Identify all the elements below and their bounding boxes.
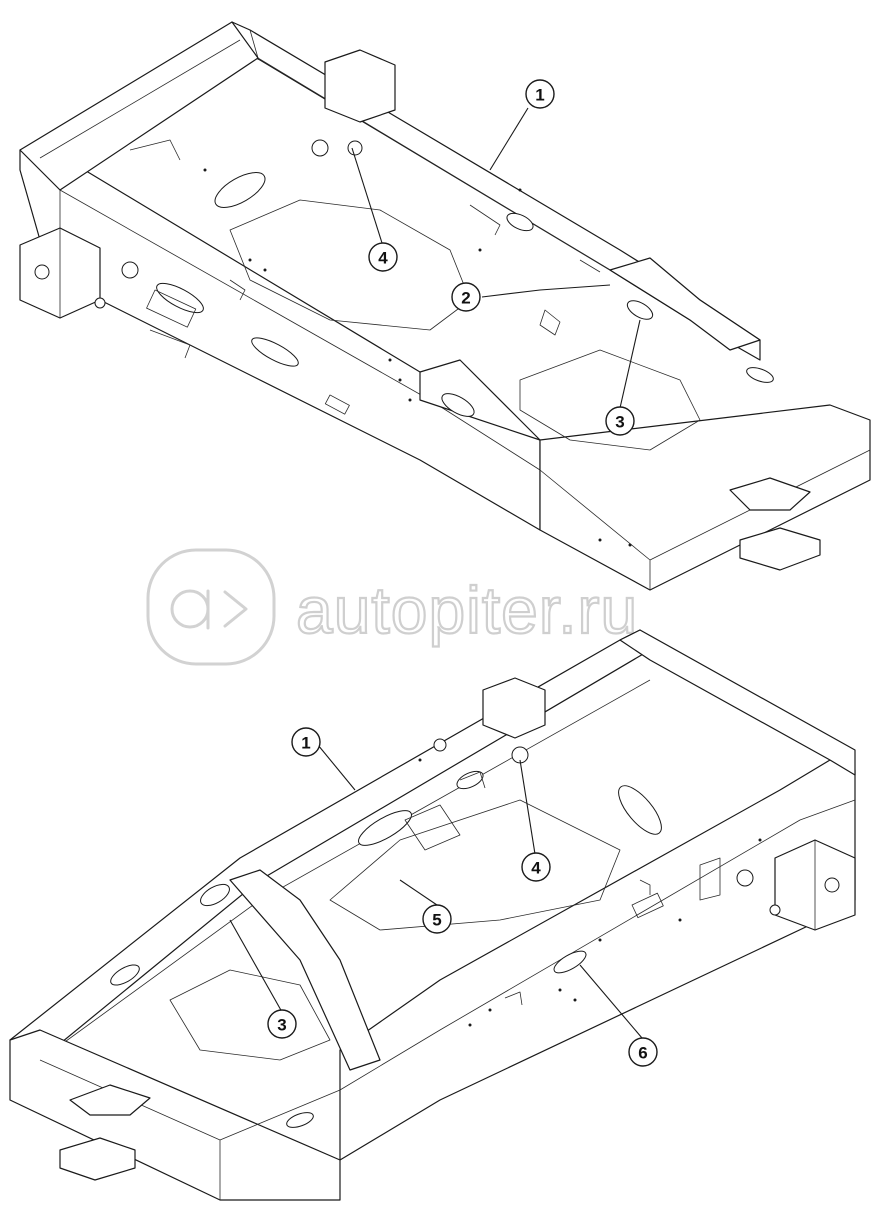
top-callout-4-label: 4 xyxy=(378,249,388,268)
bottom-callout-5: 5 xyxy=(422,904,452,934)
bottom-callout-6-label: 6 xyxy=(638,1044,647,1063)
top-callout-1: 1 xyxy=(525,79,555,109)
bottom-frame-drawing: 1 3 4 5 6 xyxy=(9,629,856,1201)
bottom-callout-3: 3 xyxy=(267,1009,297,1039)
watermark-logo xyxy=(170,589,248,630)
top-callout-2-label: 2 xyxy=(461,289,470,308)
watermark-logo-ring xyxy=(146,548,276,666)
top-front-crossmember xyxy=(539,404,871,591)
top-callout-1-label: 1 xyxy=(535,86,544,105)
bottom-callout-4: 4 xyxy=(521,852,551,882)
bottom-front-crossmember xyxy=(9,1029,341,1201)
bottom-callout-4-label: 4 xyxy=(531,859,541,878)
watermark: autopiter.ru xyxy=(146,548,638,666)
bottom-callout-1-label: 1 xyxy=(301,734,310,753)
watermark-site-text: autopiter.ru xyxy=(296,573,638,647)
bottom-callout-5-label: 5 xyxy=(432,911,441,930)
bottom-callout-6: 6 xyxy=(628,1037,658,1067)
top-callout-4: 4 xyxy=(368,242,398,272)
bottom-callout-3-label: 3 xyxy=(277,1016,286,1035)
bottom-callout-1: 1 xyxy=(291,727,321,757)
bottom-right-rail xyxy=(339,759,856,1161)
bottom-rear-crossmember xyxy=(619,629,856,776)
top-callout-2: 2 xyxy=(451,282,481,312)
top-left-rail xyxy=(19,141,541,531)
top-callout-3: 3 xyxy=(605,406,635,436)
top-frame-drawing: 1 2 3 4 xyxy=(19,21,871,591)
top-callout-3-label: 3 xyxy=(615,413,624,432)
top-rear-crossmember xyxy=(19,21,259,191)
